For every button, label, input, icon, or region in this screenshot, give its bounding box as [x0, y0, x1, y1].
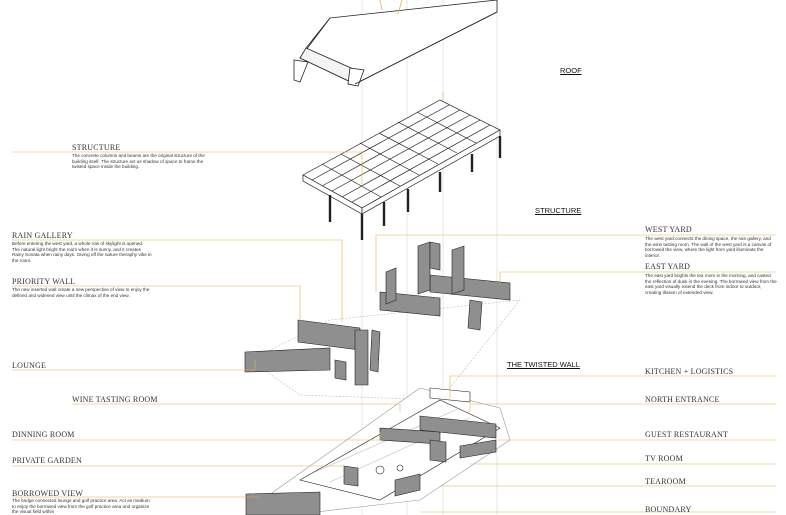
label-guest-restaurant: GUEST RESTAURANT: [645, 430, 729, 439]
desc-borrowed-view: The bridge connected lounge and golf pra…: [12, 498, 150, 515]
label-rain-gallery: RAIN GALLERY: [12, 231, 73, 240]
label-priority-wall: PRIORITY WALL: [12, 277, 76, 286]
section-roof: ROOF: [560, 66, 582, 75]
label-structure: STRUCTURE: [72, 143, 121, 152]
roof-layer: [293, 0, 498, 87]
label-east-yard: EAST YARD: [645, 262, 691, 271]
label-private-garden: PRIVATE GARDEN: [12, 456, 82, 465]
desc-east-yard: The east yard brights the tea room in th…: [645, 273, 777, 295]
label-dinning-room: DINNING ROOM: [12, 430, 75, 439]
section-twisted-wall: THE TWISTED WALL: [507, 360, 580, 369]
label-north-entrance: NORTH ENTRANCE: [645, 395, 720, 404]
label-west-yard: WEST YARD: [645, 225, 692, 234]
ground-floor-plan: [245, 387, 511, 515]
label-borrowed-view: BORROWED VIEW: [12, 489, 84, 498]
desc-rain-gallery: Before entering the west yard, a whole r…: [12, 241, 152, 263]
desc-west-yard: The west yard connects the dining space,…: [645, 236, 772, 258]
twisted-wall-layer: [244, 241, 521, 401]
label-boundary: BOUNDARY: [645, 505, 692, 514]
structure-grid: [302, 92, 502, 240]
label-tv-room: TV ROOM: [645, 454, 683, 463]
label-lounge: LOUNGE: [12, 361, 47, 370]
desc-structure: The concrete columns and beams are the o…: [72, 153, 205, 170]
label-kitchen-logistics: KITCHEN + LOGISTICS: [645, 367, 734, 376]
desc-priority-wall: The new inserted wall create a new persp…: [12, 287, 150, 298]
leader-lines: [12, 151, 776, 513]
label-tearoom: TEAROOM: [645, 477, 686, 486]
section-structure: STRUCTURE: [535, 206, 582, 215]
label-wine-tasting-room: WINE TASTING ROOM: [72, 395, 158, 404]
